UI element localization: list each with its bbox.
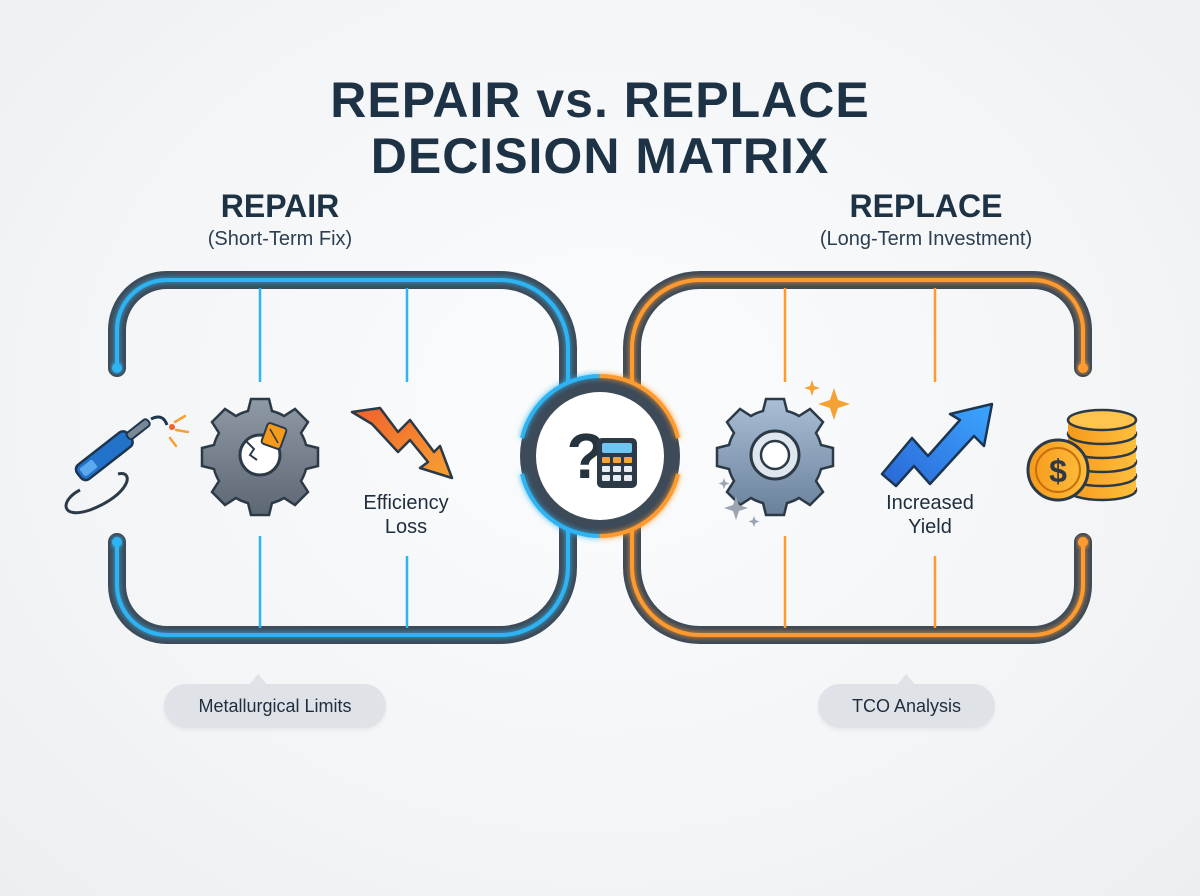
repair-frame [108, 271, 577, 644]
tco-analysis-note: TCO Analysis [818, 684, 995, 728]
metallurgical-limits-pointer [248, 674, 268, 686]
new-gear-icon [715, 397, 835, 517]
calculator-icon [597, 438, 637, 488]
replace-frame [623, 271, 1092, 644]
increased-yield-line2: Yield [908, 516, 952, 538]
welding-torch-icon [64, 414, 190, 515]
replace-subheading: (Long-Term Investment) [819, 228, 1033, 250]
center-hub: ? [520, 374, 680, 538]
tco-analysis-pointer [896, 674, 916, 686]
down-trend-arrow-icon [350, 406, 454, 480]
repair-subheading: (Short-Term Fix) [207, 228, 353, 250]
sparkle-icon [718, 380, 850, 527]
up-trend-arrow-icon [880, 402, 994, 488]
repair-heading: REPAIR [220, 188, 340, 224]
efficiency-loss-line2: Loss [384, 516, 428, 538]
title-line-2: DECISION MATRIX [370, 128, 830, 184]
svg-text:$: $ [1049, 453, 1067, 489]
damaged-gear-icon [200, 397, 320, 517]
title-line-1: REPAIR vs. REPLACE [330, 72, 870, 128]
coin-stack-icon: $ [1026, 408, 1138, 502]
efficiency-loss-line1: Efficiency [363, 492, 449, 514]
increased-yield-line1: Increased [886, 492, 974, 514]
metallurgical-limits-note: Metallurgical Limits [164, 684, 386, 728]
increased-yield-label: Increased Yield [850, 491, 1010, 539]
replace-heading: REPLACE [849, 188, 1003, 224]
efficiency-loss-label: Efficiency Loss [336, 491, 476, 539]
